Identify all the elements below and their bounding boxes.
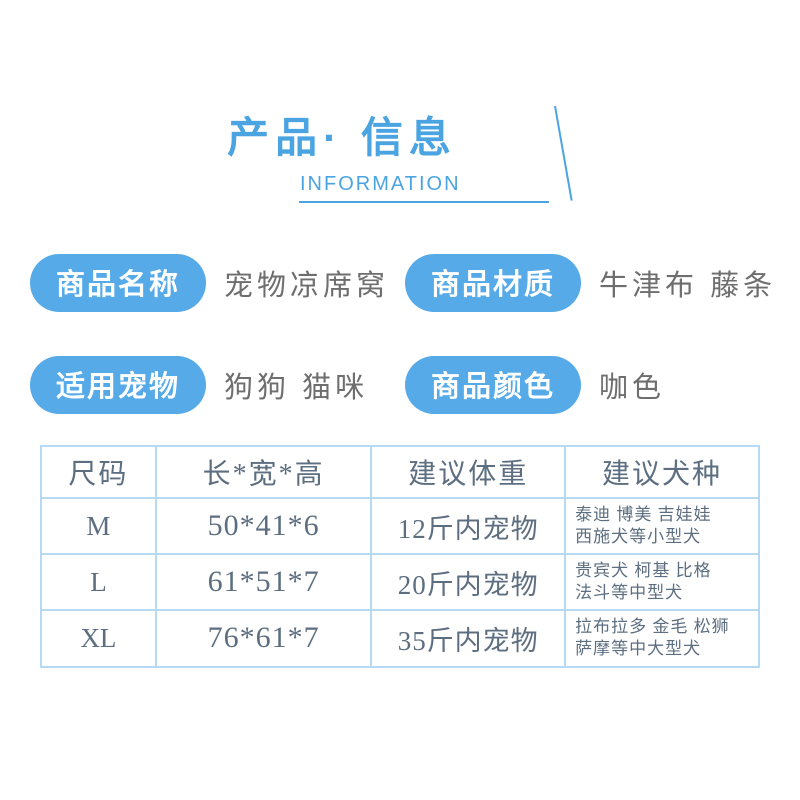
attribute-color: 商品颜色 咖色 — [405, 356, 780, 414]
table-header-row: 尺码 长*宽*高 建议体重 建议犬种 — [40, 445, 760, 499]
header-weight: 建议体重 — [370, 445, 567, 499]
cell-size: L — [40, 553, 157, 612]
attribute-applicable-pets: 适用宠物 狗狗 猫咪 — [30, 356, 405, 414]
cell-size: M — [40, 496, 157, 556]
breeds-line-1: 贵宾犬 柯基 比格 — [575, 561, 712, 581]
table-row: M 50*41*6 12斤内宠物 泰迪 博美 吉娃娃 西施犬等小型犬 — [40, 496, 760, 556]
breeds-line-1: 泰迪 博美 吉娃娃 — [575, 505, 712, 524]
attribute-label-badge: 商品材质 — [405, 254, 582, 312]
size-spec-table: 尺码 长*宽*高 建议体重 建议犬种 M 50*41*6 12斤内宠物 泰迪 博… — [40, 445, 760, 668]
attribute-label-badge: 适用宠物 — [30, 356, 207, 414]
cell-weight: 35斤内宠物 — [370, 609, 567, 668]
cell-dimensions: 76*61*7 — [154, 609, 373, 668]
cell-size: XL — [40, 609, 157, 668]
attribute-material: 商品材质 牛津布 藤条 — [405, 254, 780, 312]
breeds-line-2: 法斗等中型犬 — [575, 583, 684, 603]
attribute-value: 咖色 — [599, 372, 666, 404]
breeds-line-1: 拉布拉多 金毛 松狮 — [575, 617, 730, 637]
breeds-line-2: 西施犬等小型犬 — [575, 527, 702, 547]
attributes-section: 商品名称 宠物凉席窝 商品材质 牛津布 藤条 适用宠物 狗狗 猫咪 商品颜色 咖… — [30, 254, 780, 458]
header-breeds: 建议犬种 — [564, 445, 760, 499]
decor-underline — [299, 201, 549, 203]
cell-weight: 12斤内宠物 — [370, 496, 567, 556]
header-dimensions: 长*宽*高 — [154, 445, 373, 499]
page-title: 产品· 信息 — [227, 114, 457, 161]
header-size: 尺码 — [40, 445, 157, 499]
table-row: XL 76*61*7 35斤内宠物 拉布拉多 金毛 松狮 萨摩等中大型犬 — [40, 609, 760, 668]
attribute-product-name: 商品名称 宠物凉席窝 — [30, 254, 405, 312]
page-subtitle: INFORMATION — [300, 173, 461, 195]
cell-dimensions: 61*51*7 — [154, 553, 373, 612]
attribute-label-badge: 商品颜色 — [405, 356, 582, 414]
breeds-line-2: 萨摩等中大型犬 — [575, 639, 702, 659]
cell-dimensions: 50*41*6 — [154, 496, 373, 556]
cell-weight: 20斤内宠物 — [370, 553, 567, 612]
attribute-value: 狗狗 猫咪 — [224, 372, 369, 404]
cell-breeds: 拉布拉多 金毛 松狮 萨摩等中大型犬 — [564, 609, 760, 668]
attribute-value: 牛津布 藤条 — [599, 270, 777, 302]
attribute-value: 宠物凉席窝 — [224, 270, 390, 302]
attribute-label-badge: 商品名称 — [30, 254, 207, 312]
attributes-row-2: 适用宠物 狗狗 猫咪 商品颜色 咖色 — [30, 356, 780, 414]
cell-breeds: 贵宾犬 柯基 比格 法斗等中型犬 — [564, 553, 760, 612]
cell-breeds: 泰迪 博美 吉娃娃 西施犬等小型犬 — [564, 496, 760, 556]
attributes-row-1: 商品名称 宠物凉席窝 商品材质 牛津布 藤条 — [30, 254, 780, 312]
table-row: L 61*51*7 20斤内宠物 贵宾犬 柯基 比格 法斗等中型犬 — [40, 553, 760, 612]
